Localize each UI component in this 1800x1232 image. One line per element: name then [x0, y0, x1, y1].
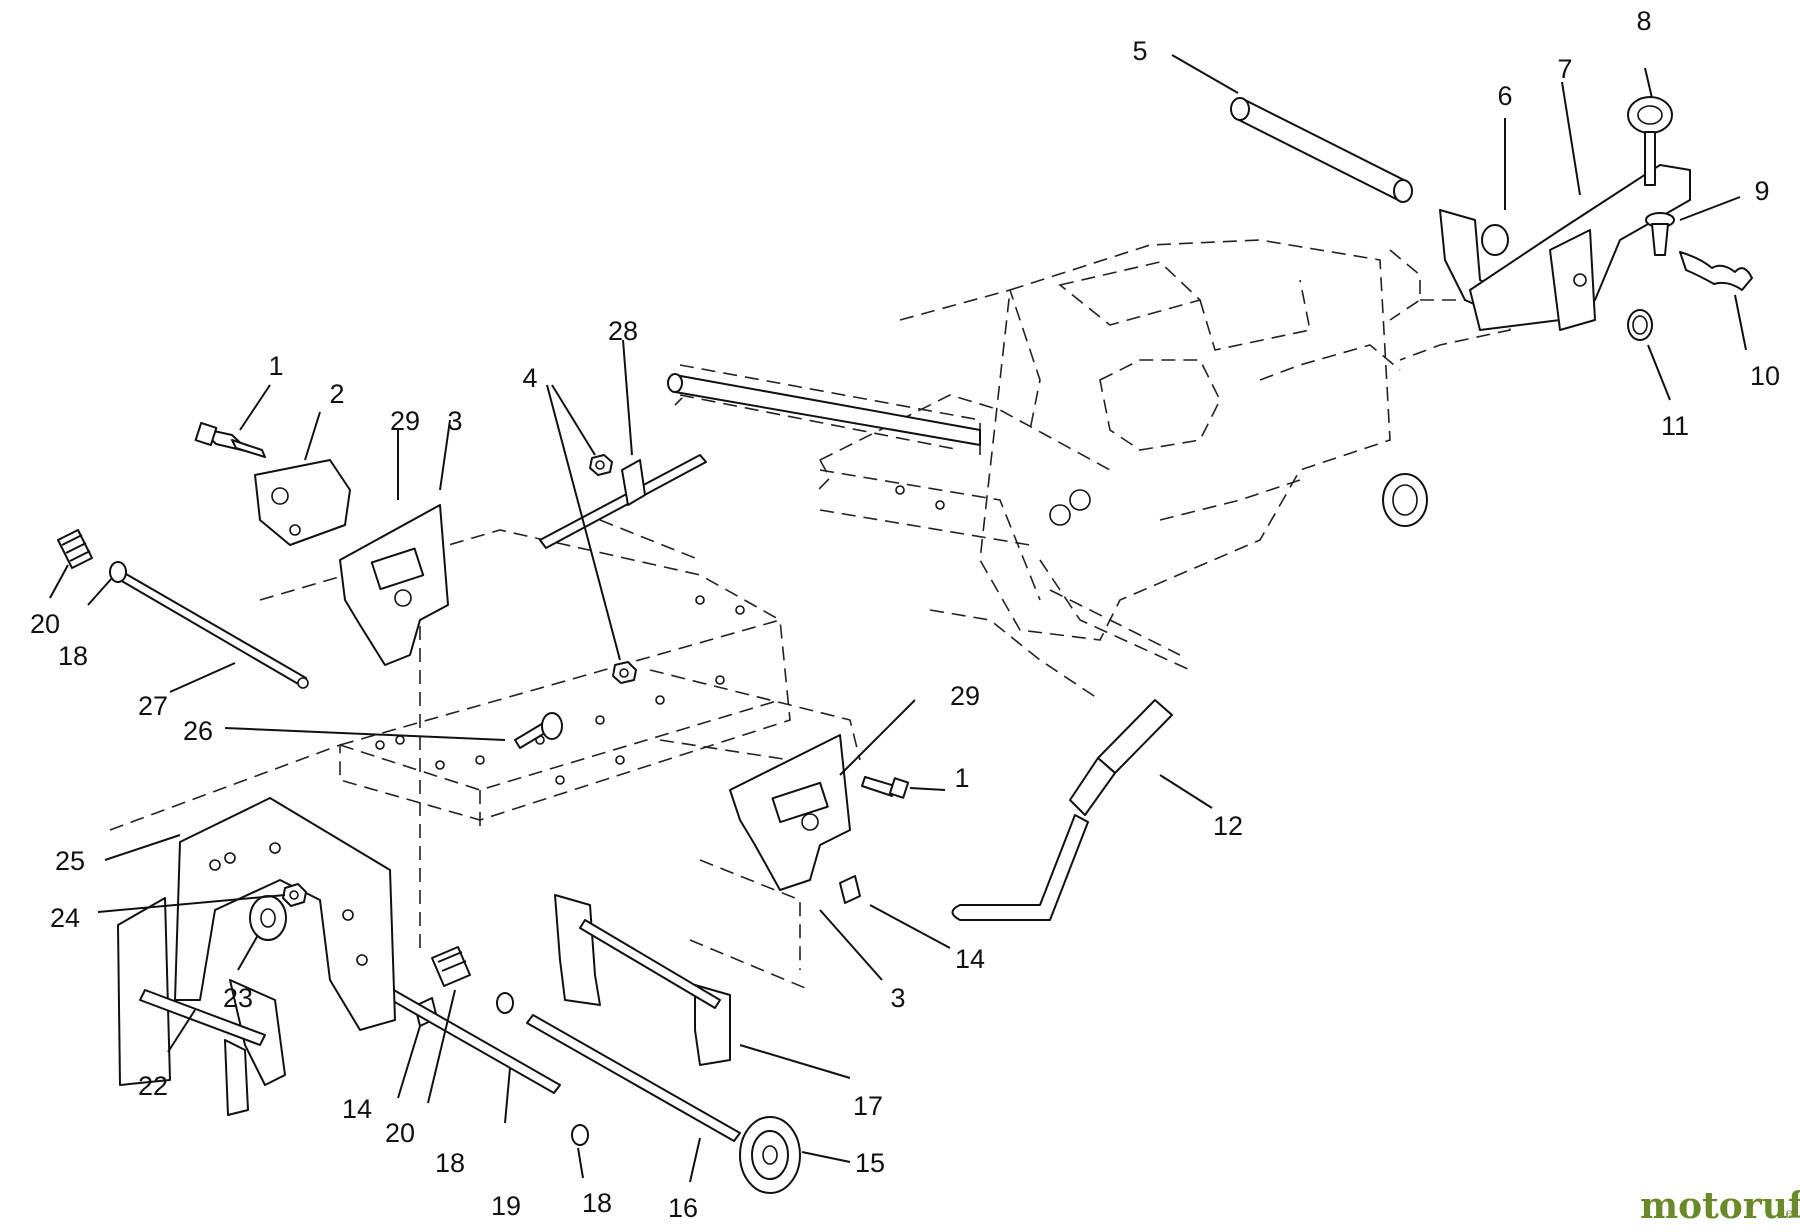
watermark-logo: motoruf .de — [1640, 1185, 1800, 1227]
lever-handle — [951, 814, 1089, 921]
callout-1-upper: 1 — [268, 351, 283, 381]
bracket-17 — [554, 894, 731, 1066]
shaft-19 — [378, 984, 561, 1094]
callout-28: 28 — [608, 316, 638, 346]
callout-20-center: 20 — [385, 1118, 415, 1148]
shaft-16 — [526, 1014, 741, 1142]
plate-29-lower — [729, 734, 851, 891]
bracket-2 — [254, 459, 351, 546]
callout-22: 22 — [138, 1071, 168, 1101]
callout-27: 27 — [138, 691, 168, 721]
shaft-27 — [119, 573, 309, 689]
callout-25: 25 — [55, 846, 85, 876]
rod-5 — [1230, 97, 1413, 203]
main-frame-channel — [109, 519, 861, 991]
bolt-26 — [514, 712, 563, 749]
washer-18-left — [109, 561, 127, 583]
shaft-28 — [539, 454, 707, 549]
grip-12 — [1069, 699, 1173, 816]
watermark-suffix: .de — [1772, 1206, 1794, 1222]
roller-23 — [249, 895, 287, 941]
callout-9: 9 — [1754, 176, 1769, 206]
wheel-15 — [739, 1116, 801, 1194]
callout-3-upper: 3 — [447, 406, 462, 436]
spacer-14-right — [839, 875, 861, 904]
callout-24: 24 — [50, 903, 80, 933]
plate-29-upper — [339, 504, 449, 666]
callout-12: 12 — [1213, 811, 1243, 841]
rear-axle-stub — [1382, 473, 1428, 527]
watermark-text: motoruf — [1640, 1185, 1800, 1227]
callout-labels: 1 2 29 3 4 28 5 6 7 8 9 10 11 12 1 29 14… — [30, 6, 1780, 1223]
capscrew-1-lower — [861, 776, 910, 799]
callout-20-left: 20 — [30, 609, 60, 639]
callout-11: 11 — [1661, 411, 1689, 441]
washer-18-center — [496, 992, 514, 1014]
callout-18-center: 18 — [435, 1148, 465, 1178]
callout-7: 7 — [1557, 54, 1572, 84]
callout-2: 2 — [329, 379, 344, 409]
transmission-housing-outline — [819, 239, 1512, 641]
callout-18-left: 18 — [58, 641, 88, 671]
callout-18-right: 18 — [582, 1188, 612, 1218]
callout-3-lower: 3 — [890, 983, 905, 1013]
callout-14-left: 14 — [342, 1094, 372, 1124]
callout-5: 5 — [1132, 36, 1147, 66]
hairpin-10 — [1679, 251, 1753, 291]
callout-8: 8 — [1636, 6, 1651, 36]
nut-24 — [282, 883, 307, 907]
washer-18-right — [571, 1124, 589, 1146]
callout-19: 19 — [491, 1191, 521, 1221]
callout-17: 17 — [853, 1091, 883, 1121]
callout-29-lower: 29 — [950, 681, 980, 711]
callout-26: 26 — [183, 716, 213, 746]
callout-29-upper: 29 — [390, 406, 420, 436]
callout-23: 23 — [223, 983, 253, 1013]
hitch-7 — [1469, 164, 1691, 331]
spring-pin-20-left — [57, 529, 93, 569]
leader-lines — [49, 54, 1747, 1183]
callout-10: 10 — [1750, 361, 1780, 391]
callout-14-right: 14 — [955, 944, 985, 974]
eyebolt-8 — [1627, 96, 1673, 186]
nut-4-upper — [589, 454, 613, 476]
cross-shaft — [667, 373, 981, 446]
callout-1-lower: 1 — [954, 763, 969, 793]
frame-cross-members — [674, 364, 1191, 701]
callout-6: 6 — [1497, 81, 1512, 111]
callout-15: 15 — [855, 1148, 885, 1178]
spring-pin-20-center — [431, 946, 471, 987]
mount-bracket-25 — [174, 797, 396, 1031]
callout-16: 16 — [668, 1193, 698, 1223]
retaining-ring-11 — [1627, 309, 1653, 341]
clevis-pin-9 — [1645, 212, 1675, 256]
nut-4-lower — [612, 661, 637, 684]
capscrew-1-upper — [194, 421, 266, 458]
callout-4: 4 — [522, 363, 537, 393]
